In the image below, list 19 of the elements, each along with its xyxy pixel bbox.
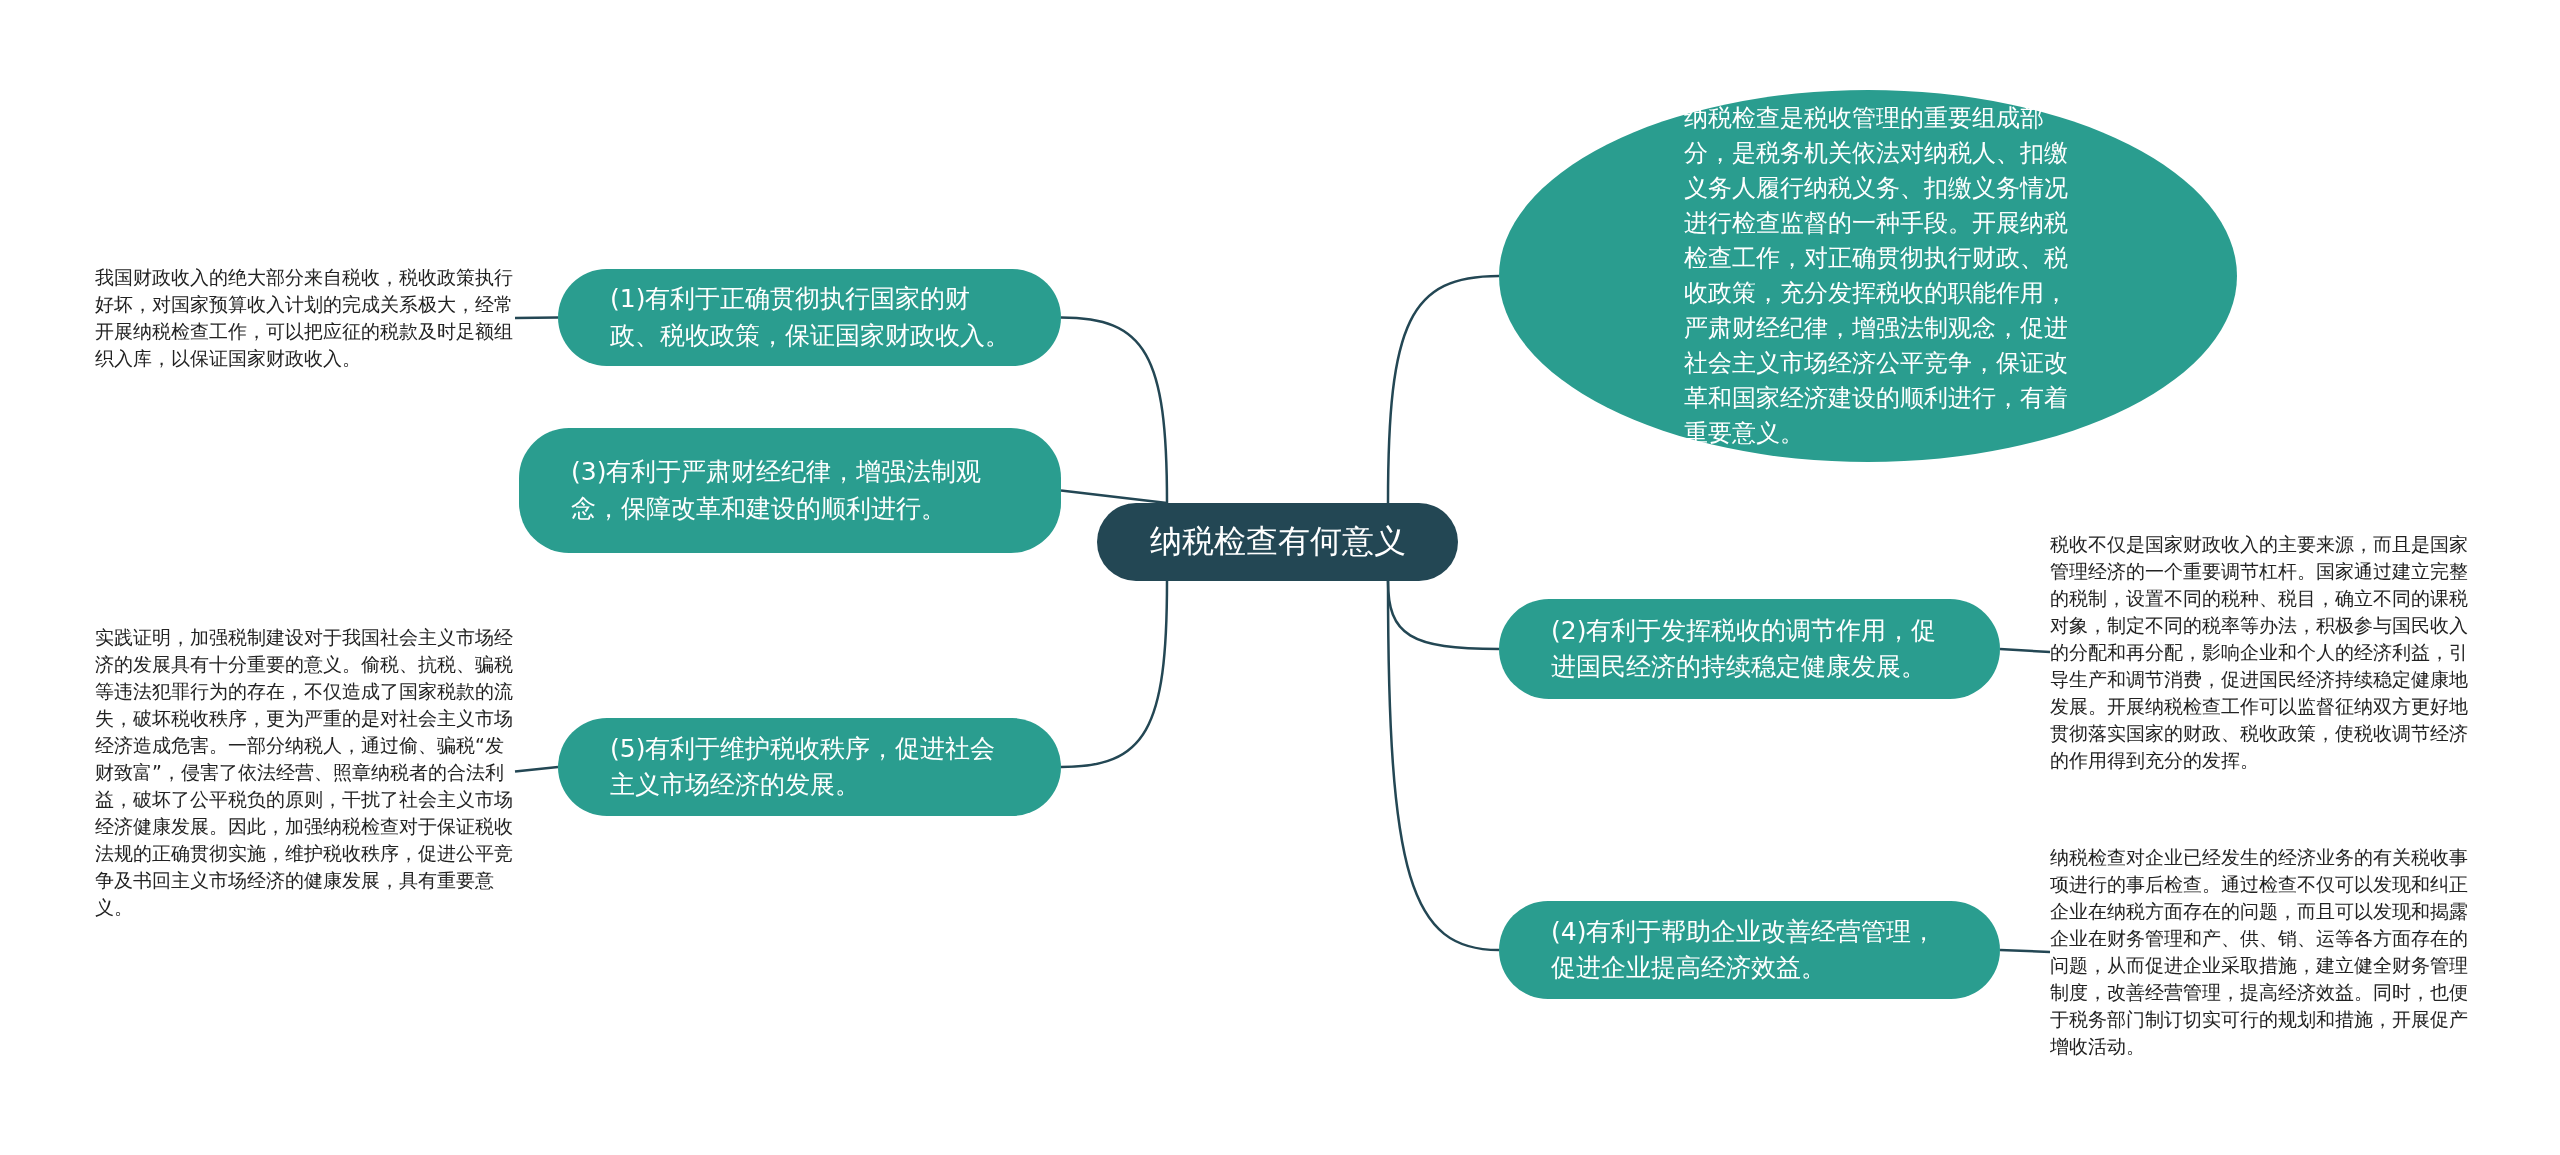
note-text: 税收不仅是国家财政收入的主要来源，而且是国家管理经济的一个重要调节杠杆。国家通过建立完整的税制，设置不同的税种、税目，确立不同的课税对象，制定不同的税率等办法，积极参与国民收入的分配和再分配，影响企业和个人的经济利益，引导生产和调节消费，促进国民经济持续稳定健康地发展。开展纳税检查工作可以监督征纳双方更好地贯彻落实国家的财政、税收政策，使税收调节经济的作用得到充分的发挥。	[2050, 530, 2474, 774]
branch-line	[1386, 274, 1500, 503]
topic-box: (4)有利于帮助企业改善经营管理，促进企业提高经济效益。	[1499, 901, 2000, 999]
connector-line	[514, 765, 559, 773]
branch-line	[1060, 581, 1169, 769]
topic-box: (5)有利于维护税收秩序，促进社会主义市场经济的发展。	[558, 718, 1061, 816]
topic-box: (1)有利于正确贯彻执行国家的财政、税收政策，保证国家财政收入。	[558, 269, 1061, 366]
connector-line	[515, 316, 558, 320]
branch-line	[1386, 581, 1500, 952]
topic-box: (3)有利于严肃财经纪律，增强法制观念，保障改革和建设的顺利进行。	[519, 428, 1061, 553]
branch-line	[1060, 489, 1168, 505]
connector-line	[1999, 948, 2051, 954]
note-text: 我国财政收入的绝大部分来自税收，税收政策执行好坏，对国家预算收入计划的完成关系极大，经常开展纳税检查工作，可以把应征的税款及时足额组织入库，以保证国家财政收入。	[95, 264, 515, 372]
central-topic-box: 纳税检查有何意义	[1097, 503, 1458, 581]
topic-box: (2)有利于发挥税收的调节作用，促进国民经济的持续稳定健康发展。	[1499, 599, 2000, 699]
branch-line	[1060, 316, 1169, 503]
note-text: 实践证明，加强税制建设对于我国社会主义市场经济的发展具有十分重要的意义。偷税、抗税、骗税等违法犯罪行为的存在，不仅造成了国家税款的流失，破坏税收秩序，更为严重的是对社会主义市场经济造成危害。一部分纳税人，通过偷、骗税“发财致富”，侵害了依法经营、照章纳税者的合法利益，破坏了公平税负的原则，干扰了社会主义市场经济健康发展。因此，加强纳税检查对于保证税收法规的正确贯彻实施，维护税收秩序，促进公平竞争及书回主义市场经济的健康发展，具有重要意义。	[95, 623, 515, 920]
connector-line	[1999, 647, 2051, 654]
note-text: 纳税检查对企业已经发生的经济业务的有关税收事项进行的事后检查。通过检查不仅可以发现和纠正企业在纳税方面存在的问题，而且可以发现和揭露企业在财务管理和产、供、销、运等各方面存在的问题，从而促进企业采取措施，建立健全财务管理制度，改善经营管理，提高经济效益。同时，也便于税务部门制订切实可行的规划和措施，开展促产增收活动。	[2050, 844, 2474, 1060]
